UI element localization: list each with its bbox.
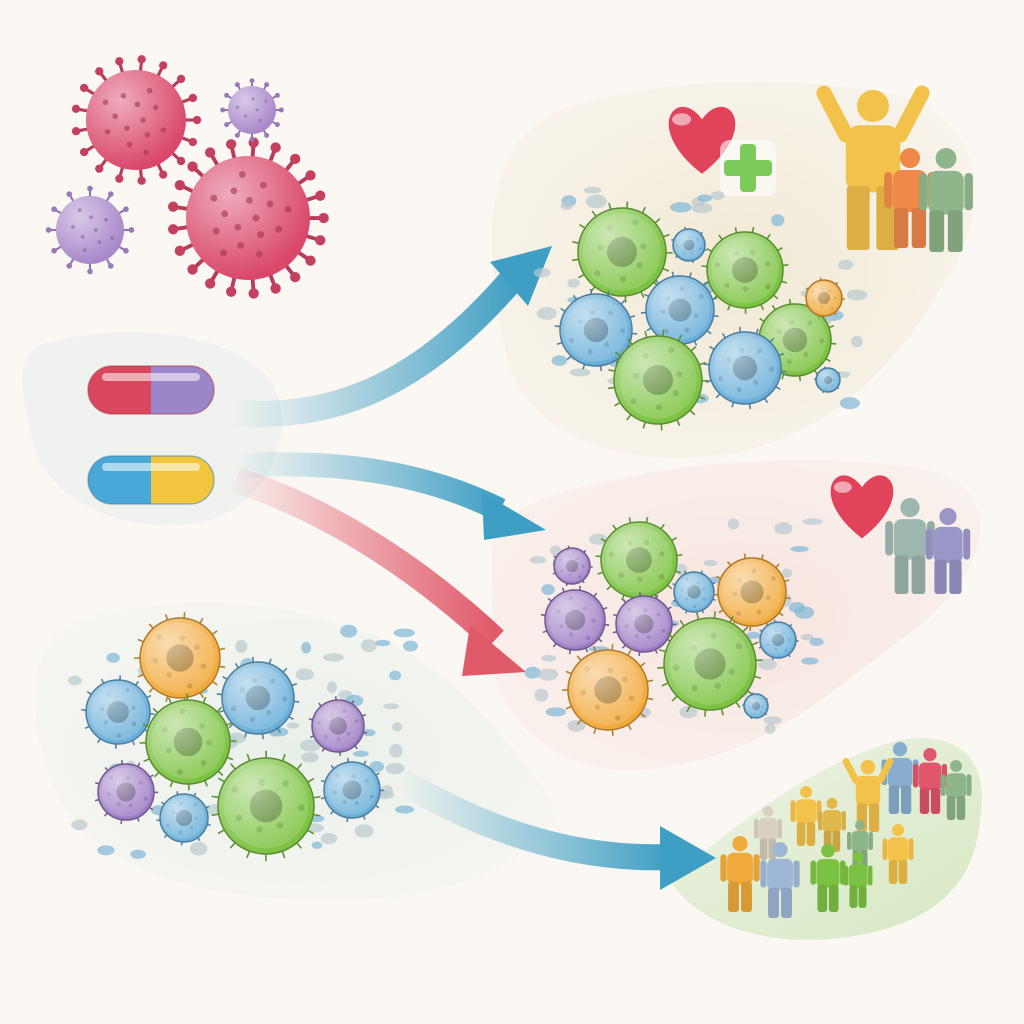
- crowd-person-2: [912, 748, 948, 814]
- arrow-to-partial: [235, 452, 546, 540]
- outcome-recovery: [668, 85, 973, 252]
- outcome-icons: [668, 85, 973, 918]
- arrow-to-population: [393, 768, 716, 890]
- crowd-icon: [720, 742, 972, 918]
- arrow-to-recovery: [231, 246, 552, 427]
- cell-partial-10: [742, 692, 769, 720]
- cell-partial-7: [657, 611, 763, 717]
- virus-purple-small-icon: [220, 78, 284, 142]
- virus-red-medium-icon: [71, 55, 202, 185]
- cell-recovery-2: [701, 226, 789, 314]
- cell-source-8: [211, 750, 321, 862]
- cell-partial-8: [561, 644, 654, 736]
- capsule-red-purple-icon: [87, 365, 215, 415]
- cell-cluster-partial: [524, 516, 824, 736]
- cell-recovery-10: [814, 366, 841, 394]
- cell-source-9: [320, 757, 385, 822]
- outcome-partial: [830, 475, 971, 594]
- crowd-person-10: [720, 836, 760, 912]
- virus-group: [45, 55, 329, 299]
- cell-partial-1: [595, 516, 683, 604]
- cell-partial-6: [712, 553, 791, 632]
- cell-recovery-5: [640, 271, 719, 350]
- cell-recovery-9: [804, 277, 845, 319]
- cell-recovery-7: [607, 329, 709, 431]
- cell-recovery-1: [571, 201, 673, 303]
- cell-source-1: [133, 612, 226, 704]
- crowd-person-9: [882, 824, 914, 884]
- cell-partial-4: [612, 591, 677, 656]
- heart-icon: [668, 106, 736, 174]
- cell-cluster-source: [68, 612, 419, 862]
- crowd-person-6: [818, 798, 846, 852]
- cell-partial-5: [672, 570, 716, 614]
- background-blob-source: [22, 331, 282, 526]
- cell-cluster-recovery: [533, 186, 868, 431]
- crowd-person-11: [760, 842, 800, 918]
- cell-source-6: [94, 759, 159, 824]
- people-icon: [885, 498, 971, 594]
- cell-source-2: [81, 675, 155, 749]
- person-violet: [925, 507, 971, 594]
- outcome-population: [720, 742, 972, 918]
- cell-recovery-8: [703, 326, 787, 410]
- cell-partial-2: [552, 545, 593, 587]
- cell-recovery-3: [671, 226, 707, 264]
- crowd-person-7: [754, 806, 782, 860]
- capsule-blue-yellow-icon: [87, 455, 215, 505]
- cell-source-4: [139, 693, 237, 791]
- heart-icon: [830, 475, 894, 539]
- virus-purple-medium-icon: [45, 185, 135, 275]
- crowd-person-3: [940, 760, 972, 820]
- cell-source-3: [216, 656, 300, 740]
- crowd-person-13: [843, 852, 873, 908]
- cell-recovery-4: [554, 288, 638, 372]
- virus-red-large-icon: [168, 137, 329, 299]
- cell-source-7: [156, 791, 211, 846]
- people-icon: [816, 85, 973, 252]
- crowd-person-5: [790, 786, 822, 846]
- crowd-person-4: [842, 758, 894, 832]
- cell-clusters: [68, 186, 868, 862]
- pill-group: [87, 365, 215, 505]
- cell-partial-9: [758, 619, 799, 661]
- cell-source-5: [308, 696, 368, 756]
- person-green: [919, 148, 973, 252]
- cell-partial-3: [540, 585, 610, 655]
- plus-icon: [720, 140, 776, 196]
- arrow-red-to-partial: [232, 467, 526, 676]
